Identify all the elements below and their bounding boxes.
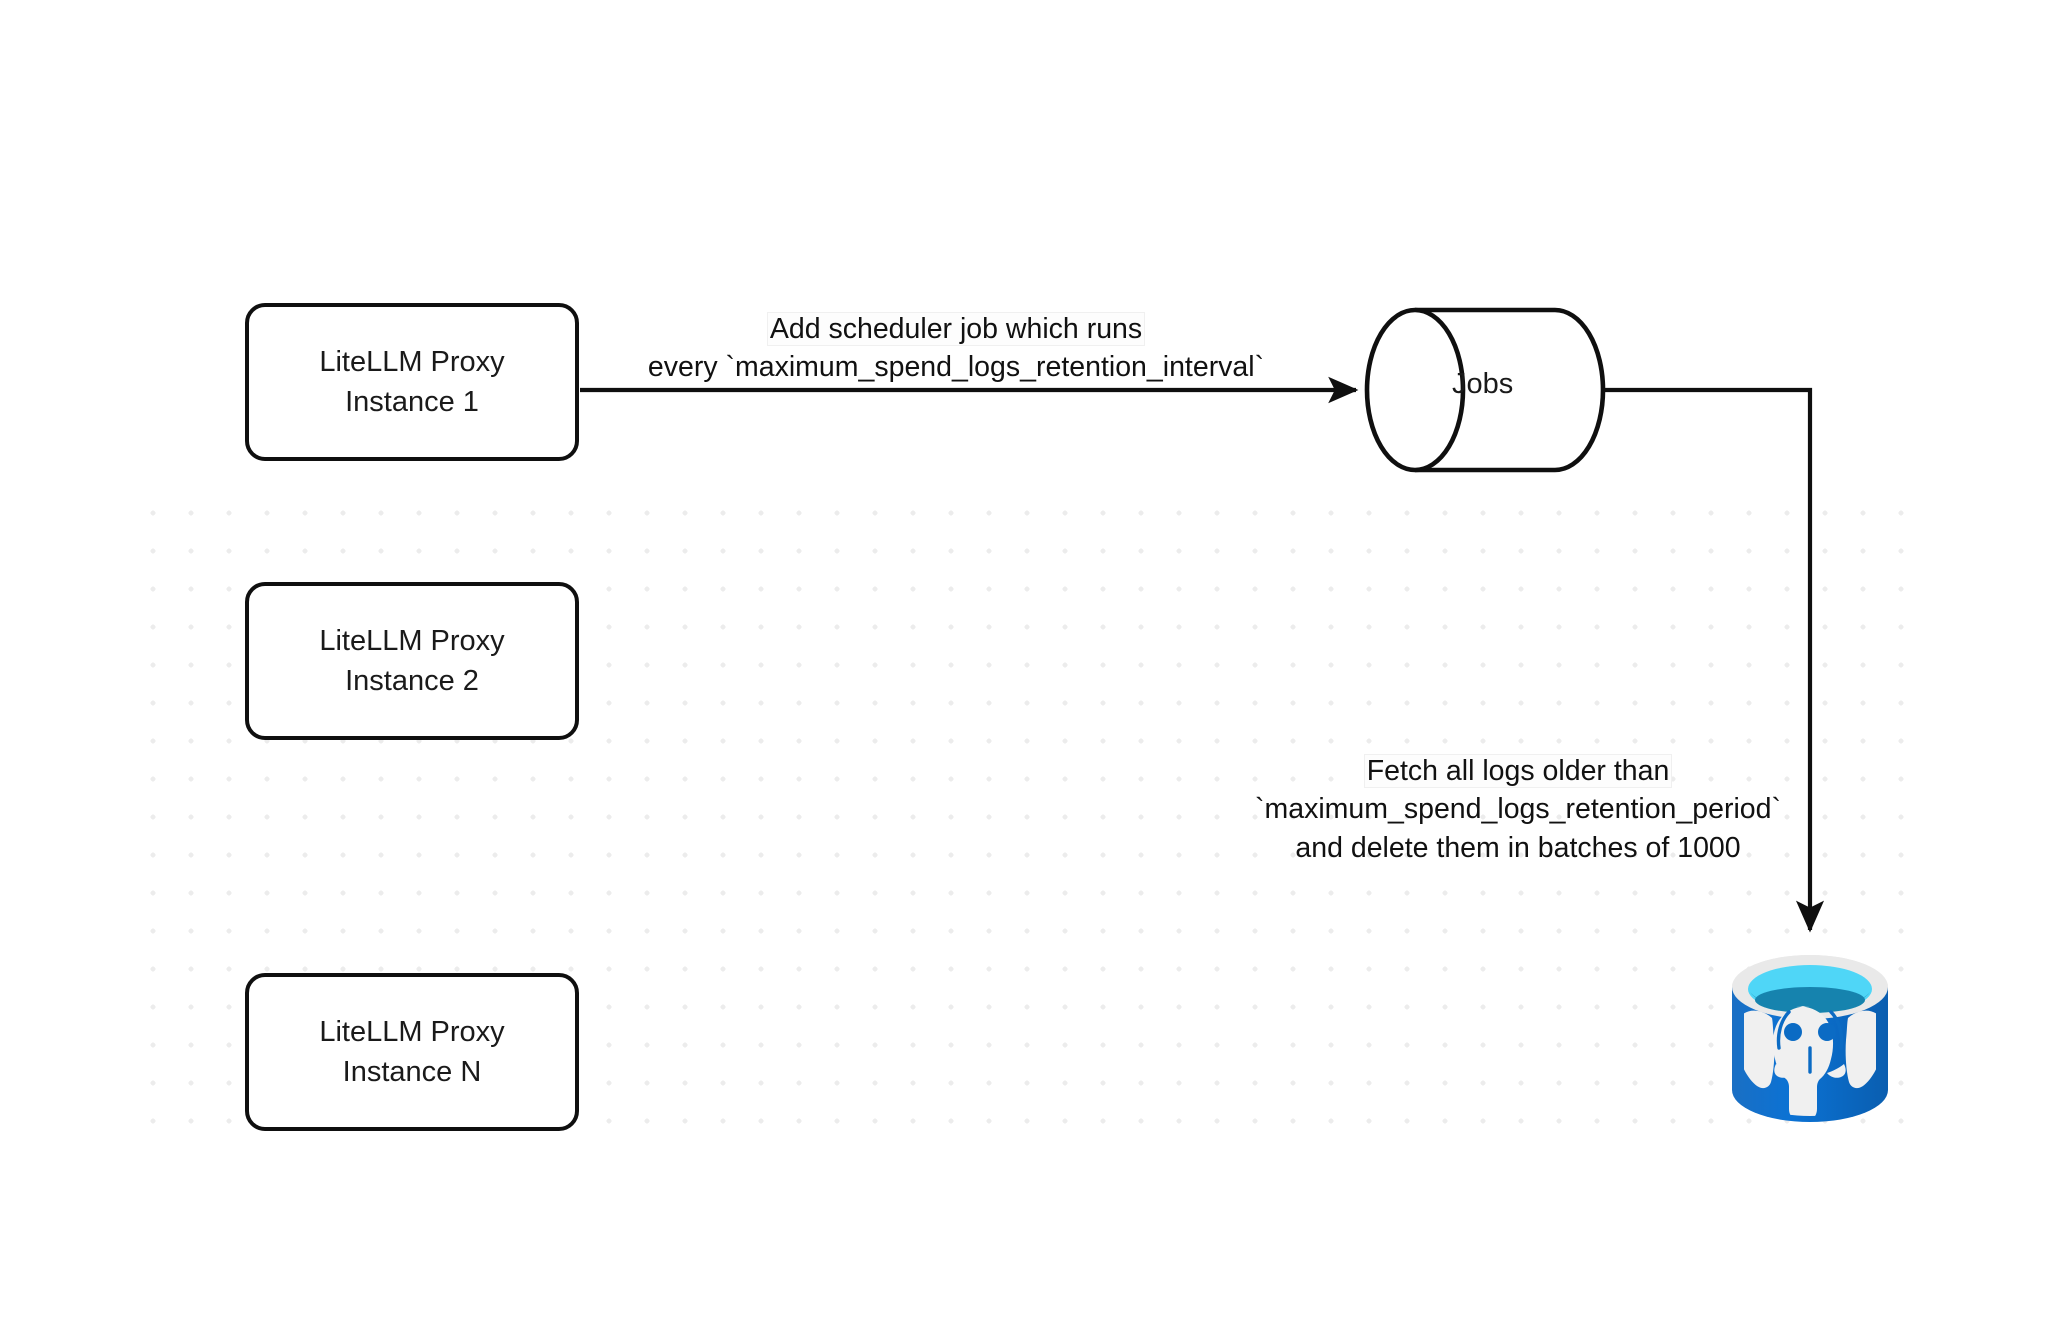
edge-label-fetch-line-2: `maximum_spend_logs_retention_period` [1255,793,1781,826]
edge-label-fetch-line-3: and delete them in batches of 1000 [1295,831,1741,864]
node-litellm-proxy-instance-2[interactable]: LiteLLM Proxy Instance 2 [245,582,579,740]
proxy-1-line-1: LiteLLM Proxy [319,345,505,378]
proxy-3-line-2: Instance N [342,1056,482,1088]
edge-jobs-to-database [1603,387,1825,933]
node-litellm-proxy-instance-n[interactable]: LiteLLM Proxy Instance N [245,973,579,1131]
edge-label-fetch-line-1: Fetch all logs older than [1364,755,1672,787]
edge-label-fetch: Fetch all logs older than `maximum_spend… [1228,752,1808,867]
proxy-2-line-2: Instance 2 [345,665,479,697]
postgres-elephant-eyes [1784,1023,1836,1041]
proxy-3-line-1: LiteLLM Proxy [319,1015,505,1048]
db-top-shadow-2 [1755,987,1865,1013]
edge-label-scheduler: Add scheduler job which runs every `maxi… [586,310,1326,387]
edge-label-scheduler-line-1: Add scheduler job which runs [767,313,1145,345]
jobs-cylinder-left-cap [1364,307,1466,473]
jobs-cylinder-label: Jobs [1452,368,1514,400]
edge-label-scheduler-line-2: every `maximum_spend_logs_retention_inte… [647,351,1265,384]
postgres-elephant-contours [1776,1010,1844,1074]
proxy-2-line-1: LiteLLM Proxy [319,624,505,657]
node-litellm-proxy-instance-1[interactable]: LiteLLM Proxy Instance 1 [245,303,579,461]
node-jobs-cylinder[interactable] [1364,307,1606,473]
postgresql-database-icon[interactable] [1732,955,1888,1122]
proxy-1-line-2: Instance 1 [345,386,479,418]
